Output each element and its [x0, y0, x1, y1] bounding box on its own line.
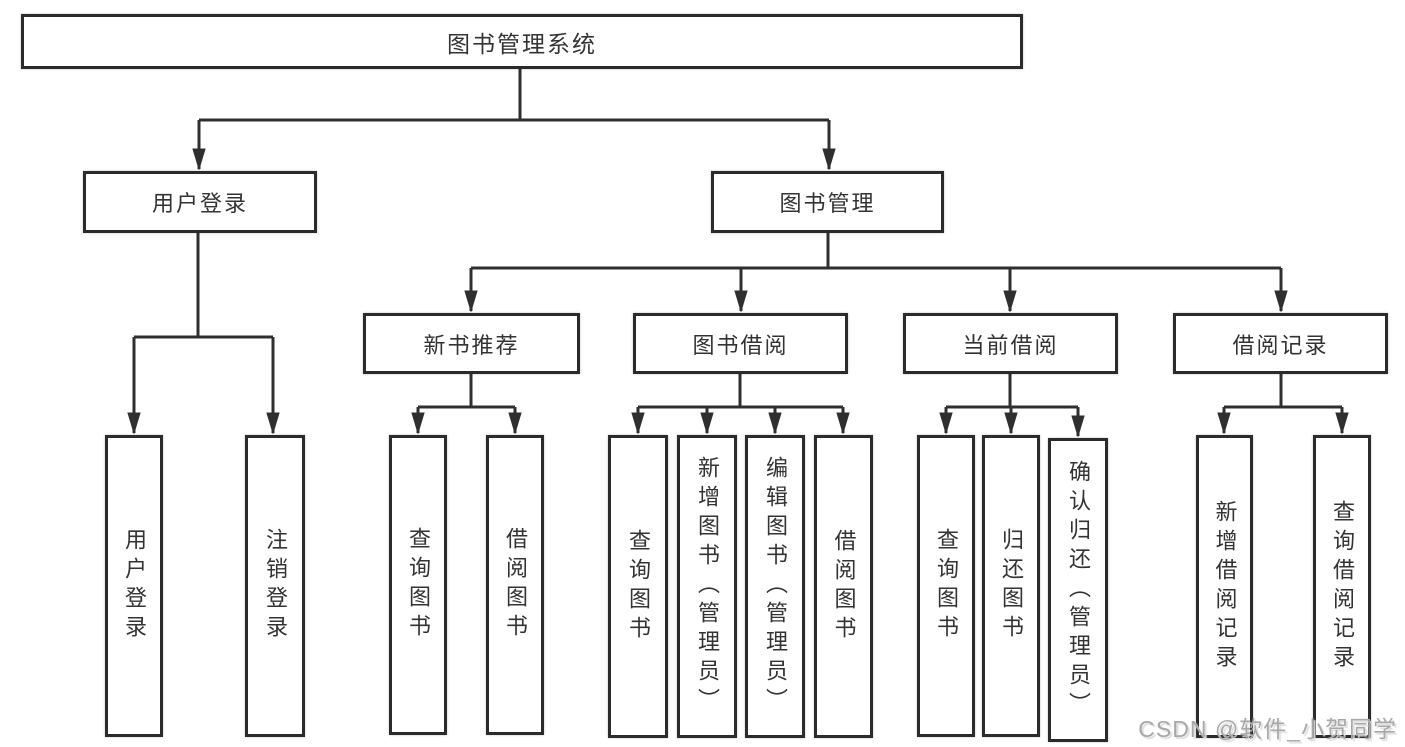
node-label: 新增图书（管理员）	[695, 456, 720, 717]
node-label: 借阅图书	[503, 527, 528, 643]
node-new-book-recommend: 新书推荐	[363, 313, 580, 374]
node-label: 查询图书	[626, 528, 651, 645]
node-book-borrow: 图书借阅	[633, 313, 848, 374]
node-label: 借阅图书	[831, 528, 857, 645]
node-label: 图书管理	[779, 191, 876, 216]
node-edit-books-admin: 编辑图书（管理员）	[745, 435, 805, 738]
node-recommend-borrow-books: 借阅图书	[486, 435, 544, 735]
node-label: 新书推荐	[423, 332, 520, 358]
node-label: 用户登录	[151, 191, 248, 216]
node-book-management-branch: 图书管理	[711, 171, 944, 233]
node-recommend-query-books: 查询图书	[389, 435, 447, 735]
connector-management-to-modules	[471, 233, 1281, 311]
node-user-login-leaf: 用户登录	[105, 435, 163, 737]
node-label: 图书管理系统	[447, 30, 597, 57]
node-borrow-records: 借阅记录	[1173, 313, 1388, 374]
node-label: 查询图书	[934, 528, 959, 644]
node-add-books-admin: 新增图书（管理员）	[677, 435, 737, 738]
node-label: 查询图书	[406, 527, 431, 643]
connector-login-to-leaves	[134, 233, 273, 433]
node-label: 注销登录	[263, 528, 288, 644]
node-query-borrow-record: 查询借阅记录	[1313, 435, 1371, 738]
node-logout-leaf: 注销登录	[245, 435, 305, 737]
node-label: 查询借阅记录	[1330, 499, 1355, 674]
node-borrow-query-books: 查询图书	[608, 435, 668, 738]
node-user-login-branch: 用户登录	[83, 171, 317, 233]
node-add-borrow-record: 新增借阅记录	[1196, 435, 1253, 738]
node-borrow-books-leaf: 借阅图书	[814, 435, 873, 738]
node-label: 图书借阅	[692, 332, 789, 358]
watermark: CSDN @软件_小贺同学	[1138, 716, 1397, 742]
node-label: 用户登录	[122, 528, 147, 644]
node-label: 归还图书	[999, 528, 1024, 644]
node-confirm-return-admin: 确认归还（管理员）	[1048, 438, 1108, 742]
node-current-query-books: 查询图书	[917, 435, 975, 737]
connector-recommend-children	[418, 374, 515, 433]
connector-current-children	[946, 374, 1078, 436]
connector-root-to-level2	[199, 69, 829, 169]
node-library-management-system: 图书管理系统	[21, 14, 1023, 69]
node-current-borrow: 当前借阅	[903, 313, 1118, 374]
node-label: 当前借阅	[962, 332, 1059, 358]
node-label: 借阅记录	[1232, 332, 1329, 358]
connector-borrow-children	[638, 374, 843, 433]
connector-records-children	[1224, 374, 1342, 433]
node-label: 编辑图书（管理员）	[763, 456, 788, 717]
node-label: 新增借阅记录	[1212, 499, 1238, 674]
node-return-books: 归还图书	[982, 435, 1040, 737]
node-label: 确认归还（管理员）	[1066, 459, 1091, 721]
